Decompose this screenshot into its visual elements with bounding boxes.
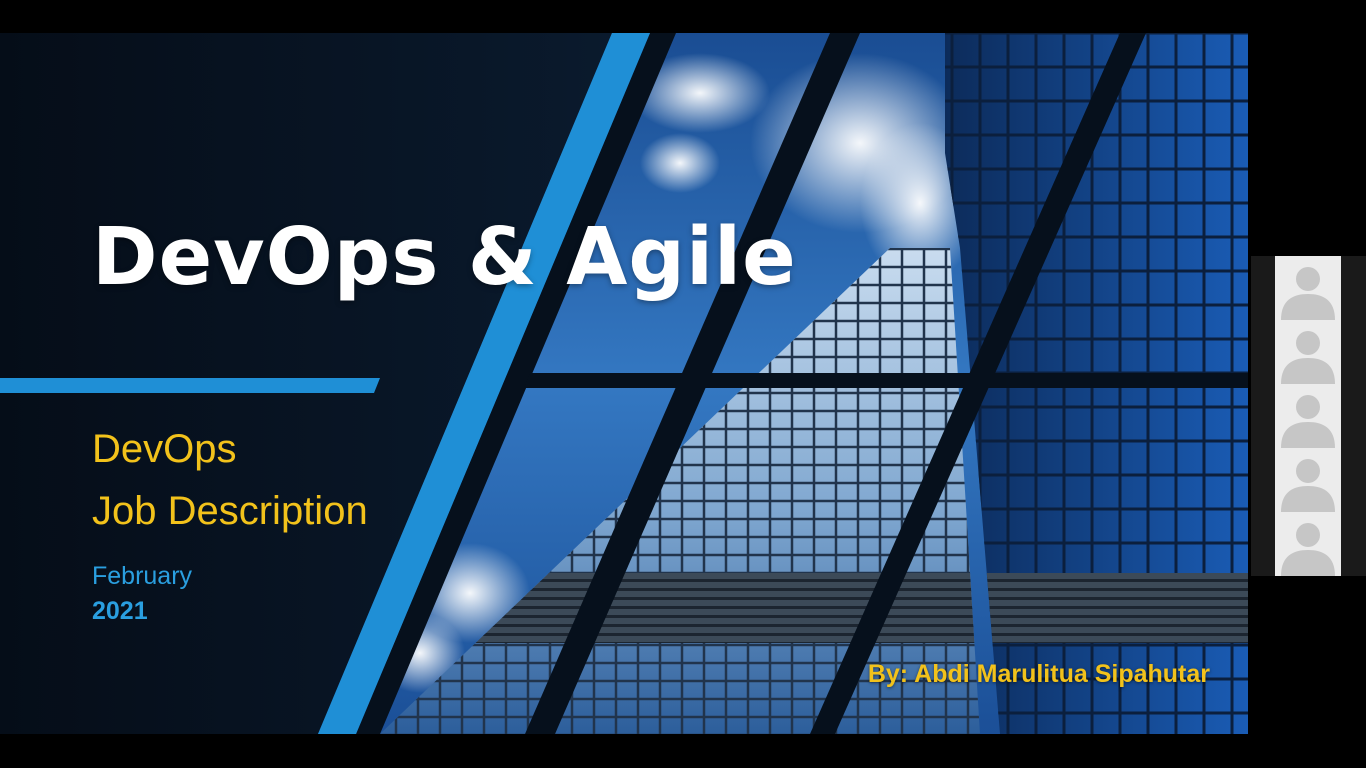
slide-author: By: Abdi Marulitua Sipahutar xyxy=(867,660,1210,688)
slide-subtitle-line1: DevOps xyxy=(92,427,237,471)
participant-tile[interactable] xyxy=(1275,320,1341,384)
person-avatar-icon xyxy=(1275,256,1341,320)
participant-tile[interactable] xyxy=(1275,384,1341,448)
participant-list xyxy=(1275,256,1341,576)
person-avatar-icon xyxy=(1275,384,1341,448)
participant-panel xyxy=(1251,256,1366,576)
slide-background-image xyxy=(0,33,1248,734)
title-accent-line xyxy=(0,378,380,393)
presentation-slide: DevOps & Agile DevOps Job Description Fe… xyxy=(0,33,1248,734)
participant-tile[interactable] xyxy=(1275,256,1341,320)
person-avatar-icon xyxy=(1275,320,1341,384)
slide-date-month: February xyxy=(92,562,193,590)
slide-subtitle-line2: Job Description xyxy=(92,489,368,533)
participant-tile[interactable] xyxy=(1275,448,1341,512)
person-avatar-icon xyxy=(1275,512,1341,576)
person-avatar-icon xyxy=(1275,448,1341,512)
slide-date-year: 2021 xyxy=(92,597,148,625)
slide-title: DevOps & Agile xyxy=(92,211,797,303)
participant-tile[interactable] xyxy=(1275,512,1341,576)
